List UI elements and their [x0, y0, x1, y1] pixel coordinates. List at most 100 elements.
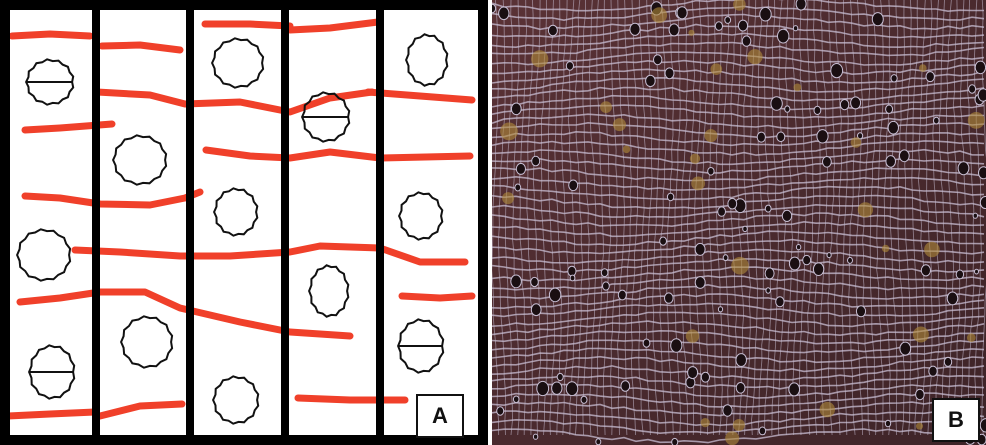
vessel-lumen: [899, 150, 909, 162]
vessel-lumen: [742, 36, 751, 46]
vessel-lumen: [492, 4, 496, 13]
vessel-lumen: [796, 0, 806, 10]
vessel-lumen: [618, 290, 626, 300]
vessel-lumen: [596, 439, 601, 445]
vessel-lumen: [765, 205, 771, 212]
vessel-lumen: [958, 162, 969, 175]
vessel-lumen: [603, 282, 610, 290]
vessel-lumen: [817, 130, 828, 143]
vessel-lumen: [776, 297, 784, 307]
deposit: [690, 154, 700, 164]
vessel-lumen: [701, 372, 709, 382]
vessel-lumen: [782, 210, 791, 221]
vessel-lumen: [549, 288, 560, 302]
deposit: [600, 101, 612, 113]
vessel-lumen: [531, 277, 539, 286]
deposit: [924, 242, 940, 258]
vessel-lumen: [757, 132, 765, 142]
vessel-lumen: [566, 62, 573, 71]
vessel-lumen: [695, 277, 705, 289]
vessel-lumen: [777, 132, 785, 142]
vessel-lumen: [669, 24, 679, 36]
vessel-lumen: [980, 197, 986, 209]
vessel-lumen: [516, 163, 525, 174]
vessel-lumen: [537, 381, 549, 395]
vessel-lumen: [956, 270, 963, 279]
panel-a-label: A: [416, 394, 464, 438]
deposit: [623, 146, 631, 154]
vessel-lumen: [785, 106, 790, 112]
vessel-lumen: [934, 117, 940, 124]
vessel-lumen: [743, 226, 748, 231]
vessel-lumen: [665, 68, 674, 79]
deposit: [919, 64, 927, 72]
vessel-lumen: [796, 245, 800, 250]
vessel-lumen: [677, 7, 687, 19]
vessel-lumen: [947, 292, 958, 305]
vessel-lumen: [552, 382, 562, 394]
vessel-lumen: [929, 366, 937, 376]
vessel-lumen: [885, 420, 890, 426]
deposit: [731, 257, 749, 275]
panel-b-micrograph: [492, 0, 986, 445]
vessel-lumen: [723, 255, 728, 261]
vessel-lumen: [665, 293, 674, 303]
vessel-lumen: [718, 207, 726, 216]
deposit: [691, 177, 705, 191]
vessel-lumen: [979, 167, 986, 179]
vessel-lumen: [969, 85, 976, 93]
ray-line: [298, 398, 405, 400]
vessel-lumen: [760, 7, 771, 21]
vessel-lumen: [736, 383, 745, 394]
vessel-lumen: [765, 268, 774, 279]
vessel-lumen: [738, 20, 747, 31]
vessel-lumen: [831, 64, 843, 78]
vessel-lumen: [856, 306, 865, 317]
deposit: [882, 245, 889, 252]
vessel-lumen: [601, 269, 608, 277]
vessel-lumen: [695, 243, 705, 255]
fiber-column-divider: [186, 5, 194, 440]
vessel-lumen: [736, 354, 747, 367]
ray-line: [12, 34, 90, 36]
panel-b-label: B: [932, 398, 980, 442]
vessel-lumen: [944, 357, 951, 366]
ray-line: [205, 24, 290, 26]
ray-line: [8, 412, 95, 416]
vessel-lumen: [778, 29, 789, 43]
vessel-lumen: [532, 156, 540, 166]
vessel-lumen: [511, 275, 522, 288]
vessel-lumen: [621, 381, 630, 392]
deposit: [701, 418, 710, 427]
fiber-column-divider: [281, 5, 289, 440]
vessel-lumen: [581, 396, 587, 403]
vessel-lumen: [566, 382, 578, 396]
deposit: [820, 402, 835, 417]
vessel-lumen: [513, 396, 519, 403]
deposit: [916, 423, 923, 430]
vessel-lumen: [759, 427, 766, 435]
fiber-column-divider: [92, 5, 100, 440]
vessel-lumen: [973, 213, 977, 218]
vessel-lumen: [718, 307, 722, 312]
deposit: [500, 122, 518, 140]
vessel-lumen: [921, 265, 930, 276]
vessel-lumen: [851, 97, 861, 109]
vessel-lumen: [725, 17, 731, 24]
deposit: [531, 50, 548, 67]
deposit: [686, 329, 699, 342]
vessel-lumen: [789, 383, 800, 396]
vessel-lumen: [688, 367, 698, 379]
deposit: [725, 431, 739, 445]
vessel-lumen: [660, 237, 667, 245]
vessel-lumen: [667, 193, 673, 201]
vessel-lumen: [789, 257, 800, 270]
deposit: [967, 333, 976, 342]
vessel-lumen: [848, 257, 853, 263]
fiber-column-divider: [376, 5, 384, 440]
vessel-lumen: [886, 105, 893, 113]
vessel-lumen: [728, 198, 737, 209]
vessel-lumen: [813, 263, 823, 276]
vessel-lumen: [568, 266, 576, 276]
vessel-lumen: [872, 13, 883, 26]
